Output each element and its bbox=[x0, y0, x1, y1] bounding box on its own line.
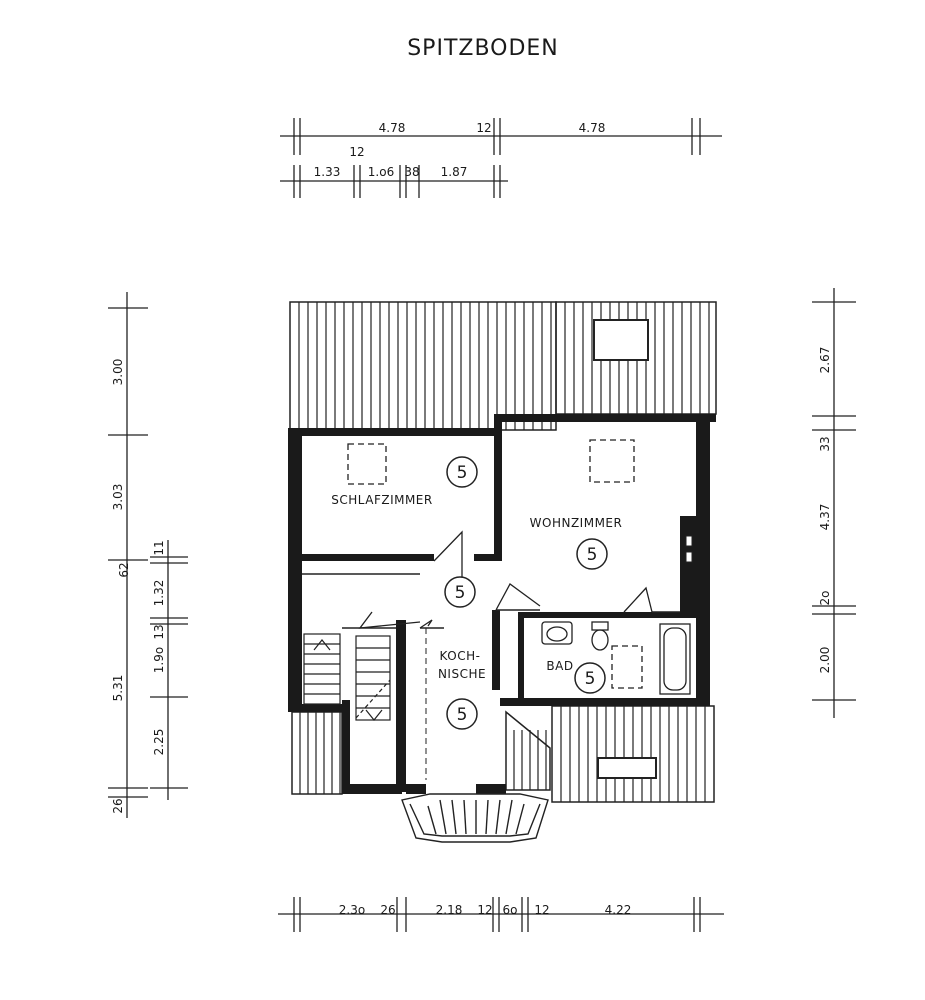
svg-text:5: 5 bbox=[585, 669, 596, 689]
dim-left-label: 3.00 bbox=[111, 359, 125, 386]
dim-top2-label: 1.o6 bbox=[368, 165, 394, 179]
partitions bbox=[302, 573, 680, 629]
dim-right-label: 2.00 bbox=[818, 647, 832, 674]
dimension-top-secondary bbox=[280, 165, 508, 198]
dim-left2-label: 1.32 bbox=[152, 580, 166, 607]
room-label-kochnische-2: NISCHE bbox=[438, 667, 486, 681]
dim-left2-label: 1.9o bbox=[152, 647, 166, 673]
room-label-kochnische-1: KOCH- bbox=[440, 649, 481, 663]
staircase-middle bbox=[355, 635, 391, 721]
dim-top-label: 12 bbox=[476, 121, 491, 135]
dimension-left-primary bbox=[108, 292, 148, 818]
bay-window bbox=[401, 793, 549, 843]
dim-top2-label: 12 bbox=[349, 145, 364, 159]
dim-bottom-label: 4.22 bbox=[605, 903, 632, 917]
roof-slope-bottom-left bbox=[291, 711, 343, 795]
plan-title: SPITZBODEN bbox=[407, 36, 559, 61]
bathtub bbox=[659, 623, 691, 695]
dim-left2-label: 13 bbox=[152, 624, 166, 639]
dim-top2-label: 1.87 bbox=[441, 165, 468, 179]
dim-left2-label: 62 bbox=[117, 562, 131, 577]
dim-left-label: 5.31 bbox=[111, 675, 125, 702]
washbasin bbox=[541, 621, 573, 645]
dim-top2-label: 1.33 bbox=[314, 165, 341, 179]
roof-slope-bottom-stair bbox=[505, 710, 551, 791]
skylight-top bbox=[593, 319, 649, 361]
dim-top-label: 4.78 bbox=[579, 121, 606, 135]
dim-right-label: 2o bbox=[818, 591, 832, 606]
dim-right-label: 33 bbox=[818, 436, 832, 451]
svg-text:5: 5 bbox=[457, 463, 468, 483]
roof-slope-bottom-right bbox=[551, 705, 715, 803]
dim-left-label: 26 bbox=[111, 798, 125, 813]
dim-right-label: 4.37 bbox=[818, 504, 832, 531]
dim-left-label: 3.03 bbox=[111, 484, 125, 511]
dimension-bottom bbox=[278, 897, 724, 932]
dimension-left-secondary bbox=[150, 540, 188, 800]
toilet bbox=[591, 621, 609, 651]
dim-bottom-label: 6o bbox=[503, 903, 518, 917]
svg-text:5: 5 bbox=[455, 583, 466, 603]
room-number-wohnzimmer: 5 bbox=[576, 538, 608, 570]
dim-bottom-label: 12 bbox=[534, 903, 549, 917]
dim-left2-label: 11 bbox=[152, 540, 166, 555]
dim-bottom-label: 12 bbox=[477, 903, 492, 917]
dim-bottom-label: 2.3o bbox=[339, 903, 365, 917]
room-label-bad: BAD bbox=[546, 659, 573, 673]
dim-bottom-label: 26 bbox=[380, 903, 395, 917]
room-label-wohnzimmer: WOHNZIMMER bbox=[530, 516, 623, 530]
room-number-bad: 5 bbox=[574, 662, 606, 694]
door-swings bbox=[358, 530, 653, 629]
dim-bottom-label: 2.18 bbox=[436, 903, 463, 917]
window-right bbox=[685, 535, 693, 563]
room-number-schlafzimmer: 5 bbox=[446, 456, 478, 488]
staircase-left bbox=[303, 633, 341, 705]
roof-window-wohnzimmer bbox=[589, 439, 635, 483]
roof-slope-top-left bbox=[289, 301, 557, 431]
dim-top2-label: 38 bbox=[404, 165, 419, 179]
dimension-right bbox=[812, 288, 856, 718]
walls bbox=[288, 414, 716, 794]
svg-text:5: 5 bbox=[457, 705, 468, 725]
room-number-flur: 5 bbox=[444, 576, 476, 608]
room-number-kochnische: 5 bbox=[446, 698, 478, 730]
dimension-top-primary bbox=[280, 118, 722, 155]
roof-window-bad bbox=[611, 645, 643, 689]
svg-text:5: 5 bbox=[587, 545, 598, 565]
dim-top-label: 4.78 bbox=[379, 121, 406, 135]
skylight-bottom bbox=[597, 757, 657, 779]
dim-right-label: 2.67 bbox=[818, 347, 832, 374]
roof-window-schlafzimmer bbox=[347, 443, 387, 485]
room-label-schlafzimmer: SCHLAFZIMMER bbox=[331, 493, 432, 507]
dim-left2-label: 2.25 bbox=[152, 729, 166, 756]
